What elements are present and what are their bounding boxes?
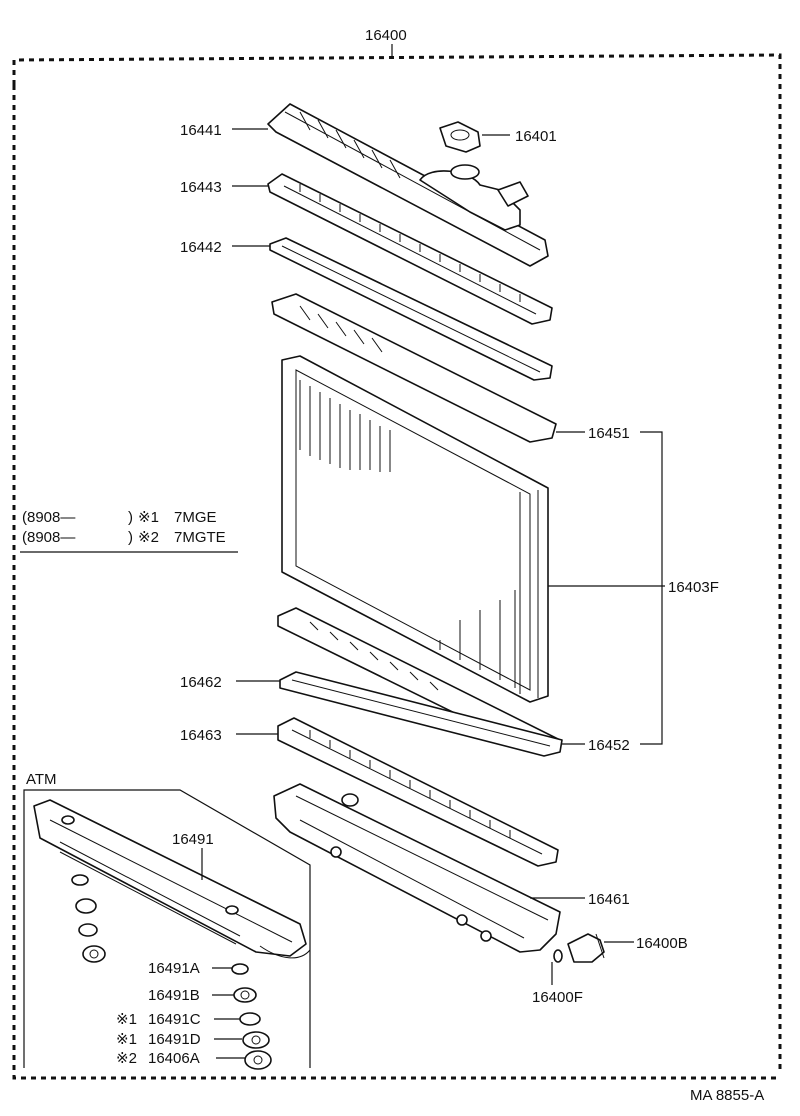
assembly-border bbox=[12, 44, 782, 1080]
upper-core-plate bbox=[271, 293, 557, 443]
assembly-label: 16400 bbox=[365, 27, 407, 44]
atm-item-3-label: 16491C bbox=[148, 1011, 201, 1028]
radiator-cap bbox=[439, 121, 481, 153]
note-2-model: 7MGTE bbox=[174, 529, 226, 546]
note-2-close: ) bbox=[128, 529, 133, 546]
washer-16491a bbox=[231, 963, 249, 975]
note-1-close: ) bbox=[128, 509, 133, 526]
core-label-lower: 16452 bbox=[588, 737, 630, 754]
drain-cock-washer-label: 16400F bbox=[532, 989, 583, 1006]
footer-code: MA 8855-A bbox=[690, 1087, 764, 1104]
note-2-mark: ※2 bbox=[138, 529, 159, 546]
lower-tank-label: 16461 bbox=[588, 891, 630, 908]
atm-item-4-mark: ※1 bbox=[116, 1031, 137, 1048]
washer-16491c bbox=[239, 1012, 261, 1026]
core-label-upper: 16451 bbox=[588, 425, 630, 442]
lower-tank bbox=[273, 783, 561, 953]
atm-item-5-mark: ※2 bbox=[116, 1050, 137, 1067]
atm-item-2-label: 16491B bbox=[148, 987, 200, 1004]
note-2-code: (8908— bbox=[22, 529, 75, 546]
radiator-core bbox=[281, 355, 549, 703]
drain-cock bbox=[567, 933, 605, 963]
drain-cock-washer bbox=[553, 949, 563, 963]
lower-plate-label: 16463 bbox=[180, 727, 222, 744]
upper-plate-label: 16443 bbox=[180, 179, 222, 196]
radiator-cap-label: 16401 bbox=[515, 128, 557, 145]
atm-item-3-mark: ※1 bbox=[116, 1011, 137, 1028]
upper-tank bbox=[267, 103, 549, 267]
oil-cooler bbox=[33, 799, 311, 959]
upper-plate bbox=[267, 173, 553, 325]
note-1-mark: ※1 bbox=[138, 509, 159, 526]
upper-gasket bbox=[269, 237, 553, 381]
washer-16406a bbox=[244, 1050, 272, 1070]
note-1-code: (8908— bbox=[22, 509, 75, 526]
drain-cock-label: 16400B bbox=[636, 935, 688, 952]
model-notes: (8908— ) ※1 7MGE (8908— ) ※2 7MGTE bbox=[20, 509, 238, 553]
lower-plate bbox=[277, 717, 559, 867]
lower-gasket bbox=[279, 671, 563, 757]
atm-item-4-label: 16491D bbox=[148, 1031, 201, 1048]
upper-gasket-label: 16442 bbox=[180, 239, 222, 256]
lower-gasket-label: 16462 bbox=[180, 674, 222, 691]
atm-item-5-label: 16406A bbox=[148, 1050, 200, 1067]
washer-16491d bbox=[242, 1031, 270, 1049]
oil-cooler-label: 16491 bbox=[172, 831, 214, 848]
atm-part-list: 16491A 16491B ※1 16491C ※1 16491D ※2 164… bbox=[116, 960, 272, 1070]
note-1-model: 7MGE bbox=[174, 509, 217, 526]
atm-title: ATM bbox=[26, 771, 57, 788]
upper-tank-label: 16441 bbox=[180, 122, 222, 139]
atm-washers-column bbox=[71, 874, 106, 963]
washer-16491b bbox=[233, 987, 257, 1003]
atm-frame bbox=[23, 789, 311, 1068]
core-assembly-label: 16403F bbox=[668, 579, 719, 596]
atm-item-1-label: 16491A bbox=[148, 960, 200, 977]
